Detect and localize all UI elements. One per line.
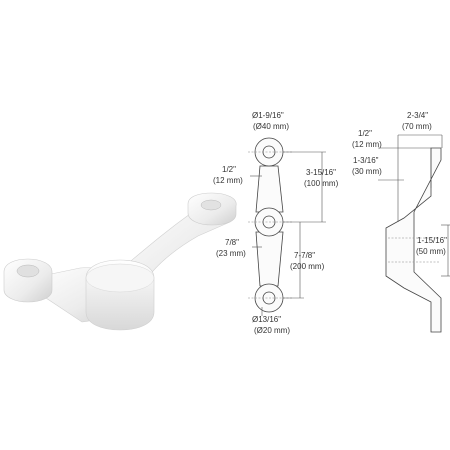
thickness-dim-frac: 1/2" xyxy=(358,129,372,138)
hub-height-dim-frac: 1-15/16" xyxy=(417,236,447,245)
arm-width-dim-frac: 1/2" xyxy=(222,165,236,174)
front-view-lower-arm xyxy=(255,231,284,287)
front-view xyxy=(248,137,326,316)
total-span-dim-mm: (200 mm) xyxy=(290,262,325,271)
fitting-hub-top xyxy=(85,263,155,293)
total-span-dim-frac: 7-7/8" xyxy=(294,251,315,260)
upper-span-dim-frac: 3-15/16" xyxy=(306,168,336,177)
thickness-dim-mm: (12 mm) xyxy=(352,140,382,149)
arm-width-dim-mm: (12 mm) xyxy=(213,176,243,185)
center-hole-dim-mm: (23 mm) xyxy=(216,249,246,258)
fitting-hole-right xyxy=(200,199,222,211)
offset-dim-frac: 1-3/16" xyxy=(353,156,379,165)
depth-dim-frac: 2-3/4" xyxy=(407,111,428,120)
top-hole-dim-mm: (Ø40 mm) xyxy=(253,122,289,131)
fitting-boss-left xyxy=(3,258,53,303)
hub-height-dim-mm: (50 mm) xyxy=(416,247,446,256)
fitting-hole-left xyxy=(16,264,40,278)
fitting-3d-render xyxy=(3,192,237,331)
center-hole-dim-frac: 7/8" xyxy=(225,238,239,247)
offset-dim-mm: (30 mm) xyxy=(352,167,382,176)
front-view-upper-arm xyxy=(255,165,284,213)
bottom-hole-dim-frac: Ø13/16" xyxy=(252,315,281,324)
top-hole-dim-frac: Ø1-9/16" xyxy=(252,111,284,120)
bottom-hole-dim-mm: (Ø20 mm) xyxy=(254,326,290,335)
side-view xyxy=(378,134,450,333)
upper-span-dim-mm: (100 mm) xyxy=(304,179,339,188)
depth-dim-mm: (70 mm) xyxy=(402,122,432,131)
